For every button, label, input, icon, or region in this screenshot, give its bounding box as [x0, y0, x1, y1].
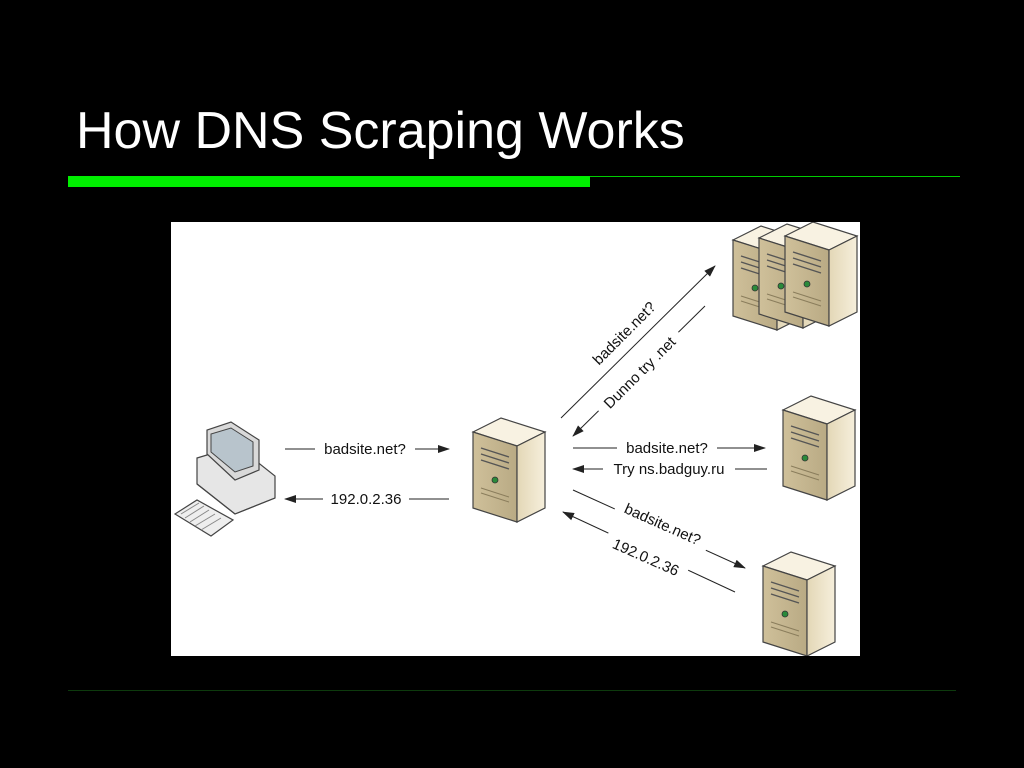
title-underline-line [590, 176, 960, 177]
client-answer-arrow: 192.0.2.36 [284, 488, 449, 508]
footer-line [68, 690, 956, 691]
client-answer-label: 192.0.2.36 [331, 491, 402, 508]
authoritative-server-icon [762, 551, 836, 656]
tld-query-label: badsite.net? [626, 440, 708, 457]
tld-server-icon [782, 395, 856, 501]
tld-answer-arrow: Try ns.badguy.ru [572, 458, 767, 478]
root-query-arrow [560, 265, 716, 419]
client-query-arrow: badsite.net? [285, 438, 450, 458]
tld-answer-label: Try ns.badguy.ru [614, 461, 725, 478]
tld-query-arrow: badsite.net? [573, 437, 766, 457]
dns-diagram: badsite.net? 192.0.2.36 badsite.net? Dun… [171, 222, 860, 656]
client-computer-icon [173, 421, 276, 537]
dns-diagram-svg: badsite.net? 192.0.2.36 badsite.net? Dun… [173, 222, 858, 656]
title-underline-accent [68, 176, 590, 187]
resolver-server-icon [472, 417, 546, 523]
slide-title: How DNS Scraping Works [76, 102, 685, 160]
client-query-label: badsite.net? [324, 441, 406, 458]
root-server-cluster-icon [732, 222, 858, 331]
